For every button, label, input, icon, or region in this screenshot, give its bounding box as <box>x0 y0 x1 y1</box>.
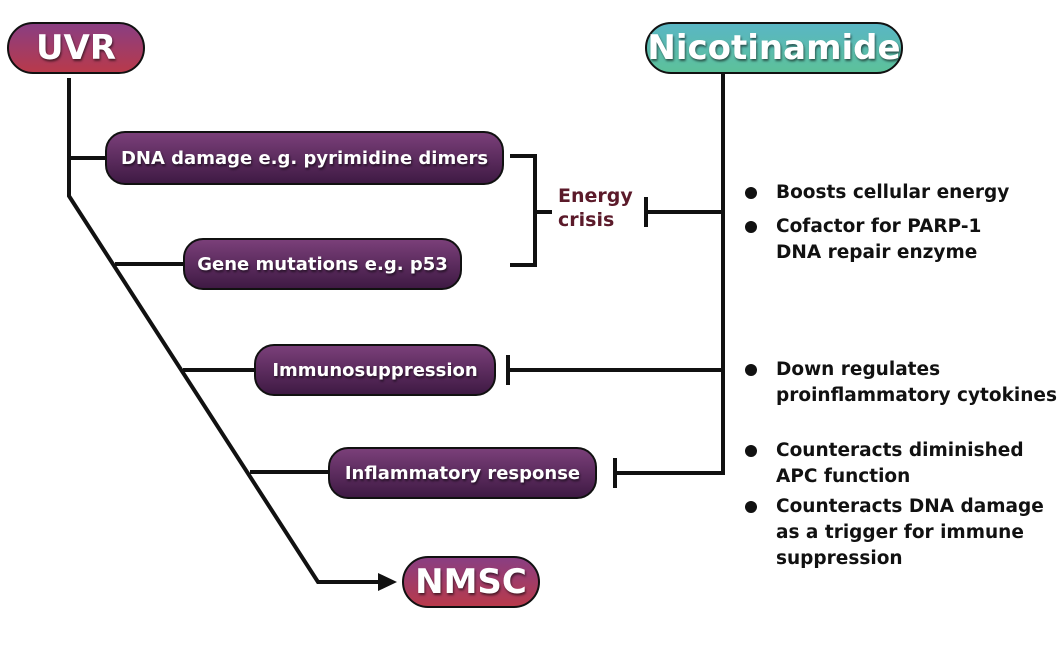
inflammatory-response-label: Inflammatory response <box>344 462 581 484</box>
uvr-label: UVR <box>35 28 117 68</box>
gene-mutations-label: Gene mutations e.g. p53 <box>197 253 448 275</box>
action-item: Boosts cellular energy <box>741 180 1009 206</box>
energy-bracket <box>510 154 537 267</box>
bullet-icon <box>745 445 757 457</box>
nmsc-box: NMSC <box>402 556 540 608</box>
nmsc-label: NMSC <box>415 562 527 602</box>
immunosuppression-label: Immunosuppression <box>272 359 478 381</box>
uvr-box: UVR <box>7 22 145 74</box>
nicotinamide-label: Nicotinamide <box>647 28 901 68</box>
arrow-head-icon <box>378 573 397 591</box>
dna-damage-box: DNA damage e.g. pyrimidine dimers <box>105 131 504 185</box>
actions-group-immune: Down regulates proinflammatory cytokines <box>741 357 1057 409</box>
action-item: Counteracts diminished APC function <box>741 438 1044 490</box>
dna-damage-label: DNA damage e.g. pyrimidine dimers <box>120 147 489 169</box>
nicotinamide-box: Nicotinamide <box>645 22 903 74</box>
bullet-icon <box>745 364 757 376</box>
bullet-icon <box>745 501 757 513</box>
actions-group-inflammation: Counteracts diminished APC function Coun… <box>741 438 1044 572</box>
inflammatory-response-box: Inflammatory response <box>328 447 597 499</box>
bullet-icon <box>745 187 757 199</box>
energy-crisis-label: Energy crisis <box>558 185 633 231</box>
nicotinamide-trunk-line <box>613 70 725 475</box>
actions-group-energy: Boosts cellular energy Cofactor for PARP… <box>741 180 1009 266</box>
uvr-trunk-line <box>67 78 387 584</box>
immunosuppression-box: Immunosuppression <box>254 344 496 396</box>
action-item: Down regulates proinflammatory cytokines <box>741 357 1057 409</box>
action-item: Counteracts DNA damage as a trigger for … <box>741 494 1044 572</box>
bullet-icon <box>745 221 757 233</box>
gene-mutations-box: Gene mutations e.g. p53 <box>183 238 462 290</box>
action-item: Cofactor for PARP-1 DNA repair enzyme <box>741 214 1009 266</box>
